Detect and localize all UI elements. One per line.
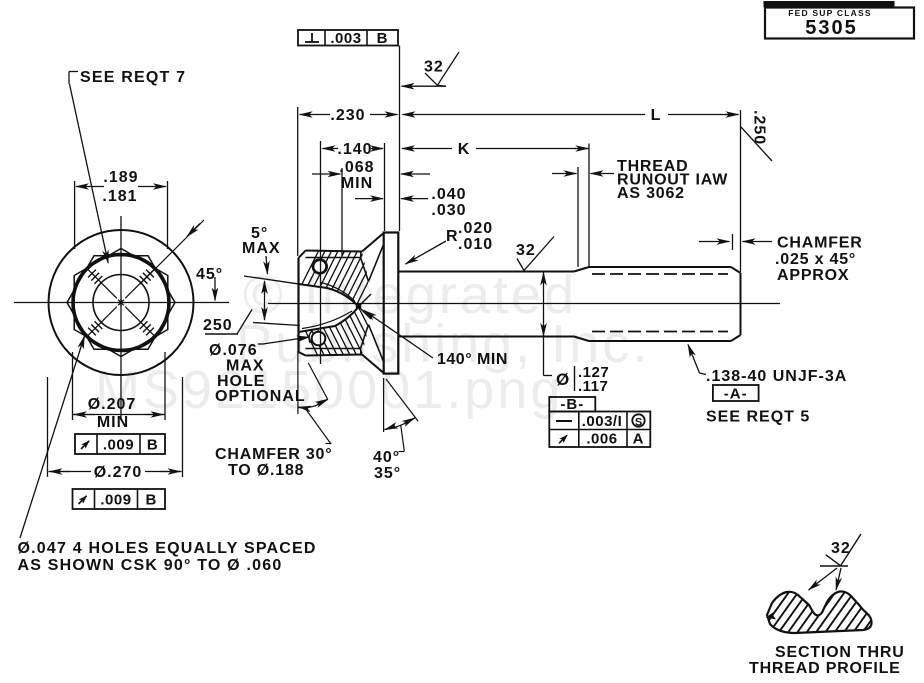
svg-text:.006: .006 xyxy=(586,431,617,448)
svg-text:THREAD PROFILE: THREAD PROFILE xyxy=(749,660,901,677)
svg-text:-A-: -A- xyxy=(724,386,748,403)
svg-text:.181: .181 xyxy=(102,188,137,205)
svg-text:TO Ø.188: TO Ø.188 xyxy=(228,462,304,479)
svg-text:45°: 45° xyxy=(196,266,223,283)
svg-text:.140: .140 xyxy=(337,141,372,158)
svg-text:Ø: Ø xyxy=(556,370,570,389)
svg-text:.250: .250 xyxy=(751,110,768,145)
svg-text:B: B xyxy=(147,437,158,454)
svg-text:.040: .040 xyxy=(431,186,466,203)
svg-text:MIN: MIN xyxy=(97,414,129,431)
svg-text:AS SHOWN CSK 90° TO Ø .06: AS SHOWN CSK 90° TO Ø .060 xyxy=(18,557,283,574)
svg-text:Ø.270: Ø.270 xyxy=(94,464,143,481)
svg-text:.189: .189 xyxy=(103,169,138,186)
svg-text:.025 x 45°: .025 x 45° xyxy=(775,251,856,268)
svg-text:SEE REQT 7: SEE REQT 7 xyxy=(80,69,186,86)
svg-text:THREAD: THREAD xyxy=(617,158,688,175)
svg-text:CHAMFER 30°: CHAMFER 30° xyxy=(215,446,332,463)
svg-text:35°: 35° xyxy=(374,465,401,482)
svg-text:L: L xyxy=(651,107,662,124)
svg-text:HOLE: HOLE xyxy=(217,373,265,390)
svg-text:32: 32 xyxy=(424,59,444,76)
svg-text:Ø.207: Ø.207 xyxy=(88,396,137,413)
svg-text:B: B xyxy=(377,30,389,47)
svg-text:5305: 5305 xyxy=(805,17,858,39)
svg-text:MAX: MAX xyxy=(226,358,265,375)
svg-text:.020: .020 xyxy=(458,220,493,237)
svg-text:MAX: MAX xyxy=(242,240,281,257)
svg-text:OPTIONAL: OPTIONAL xyxy=(215,388,306,405)
svg-text:MIN: MIN xyxy=(341,175,373,192)
svg-text:MS92150001.png: MS92150001.png xyxy=(95,360,563,420)
svg-text:RUNOUT IAW: RUNOUT IAW xyxy=(617,172,728,189)
svg-text:R: R xyxy=(446,228,459,245)
svg-text:A: A xyxy=(633,431,645,448)
svg-text:APPROX: APPROX xyxy=(777,267,849,284)
svg-text:K: K xyxy=(458,141,471,158)
svg-text:32: 32 xyxy=(516,242,536,259)
svg-text:CHAMFER: CHAMFER xyxy=(777,235,863,252)
svg-text:40°: 40° xyxy=(373,449,400,466)
svg-text:5°: 5° xyxy=(251,225,268,242)
svg-text:.009: .009 xyxy=(100,492,131,509)
svg-text:SEE REQT 5: SEE REQT 5 xyxy=(706,409,810,426)
svg-text:.009: .009 xyxy=(103,437,134,454)
svg-text:B: B xyxy=(146,492,157,509)
svg-text:250: 250 xyxy=(203,317,233,334)
svg-text:FED SUP CLASS: FED SUP CLASS xyxy=(788,8,871,18)
svg-text:Ø.047 4 HOLES EQUALLY SPAC: Ø.047 4 HOLES EQUALLY SPACED xyxy=(18,540,317,557)
svg-text:-B-: -B- xyxy=(560,396,584,413)
svg-text:AS 3062: AS 3062 xyxy=(617,185,685,202)
svg-text:.003: .003 xyxy=(330,30,361,47)
svg-text:.117: .117 xyxy=(578,378,608,395)
svg-text:Publishing, Inc.: Publishing, Inc. xyxy=(236,314,650,374)
svg-text:32: 32 xyxy=(831,540,851,557)
svg-text:.138-40 UNJF-3A: .138-40 UNJF-3A xyxy=(706,368,847,385)
svg-text:.068: .068 xyxy=(339,159,374,176)
svg-text:140° MIN: 140° MIN xyxy=(437,351,508,368)
svg-text:.127: .127 xyxy=(578,364,609,381)
svg-text:S: S xyxy=(635,417,642,429)
svg-text:Ø.076: Ø.076 xyxy=(209,342,258,359)
svg-text:SECTION THRU: SECTION THRU xyxy=(775,644,905,661)
svg-text:.230: .230 xyxy=(330,107,365,124)
svg-text:.010: .010 xyxy=(458,236,493,253)
svg-text:.030: .030 xyxy=(431,202,466,219)
svg-text:.003/I: .003/I xyxy=(582,413,623,430)
